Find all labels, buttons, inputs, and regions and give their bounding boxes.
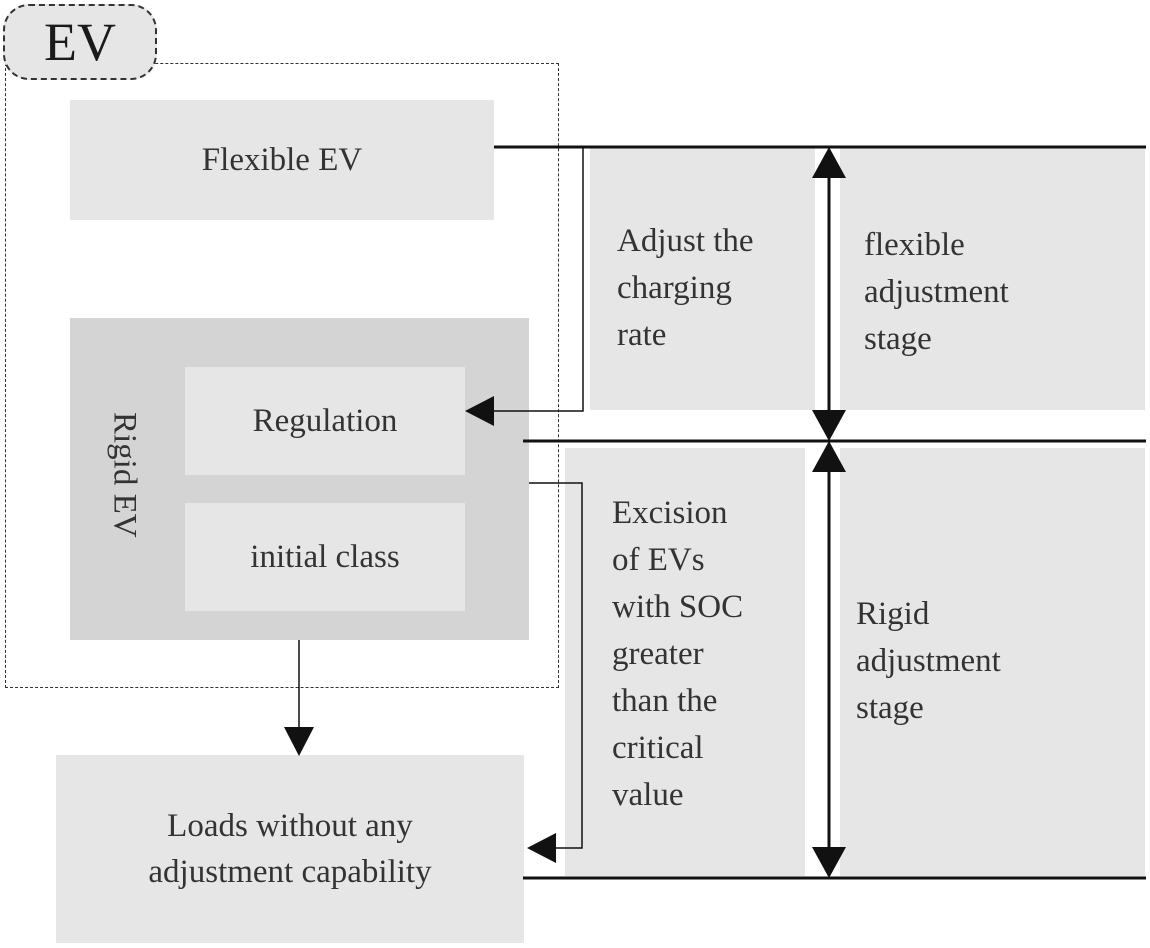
regulation-box: Regulation xyxy=(185,367,465,475)
rigid-ev-label: Rigid EV xyxy=(106,412,143,538)
loads-label: Loads without any adjustment capability xyxy=(148,808,432,890)
adjust-rate-text: Adjust the charging rate xyxy=(617,223,754,353)
rigid-stage-text: Rigid adjustment stage xyxy=(856,596,1001,726)
flexible-stage-arrow-bottom xyxy=(812,410,846,441)
loads-down-arrowhead xyxy=(284,727,314,756)
loads-side-arrowhead xyxy=(527,833,556,863)
regulation-label: Regulation xyxy=(252,403,398,439)
flexible-stage-panel-left xyxy=(590,148,815,410)
rigid-stage-arrow-top xyxy=(812,441,846,472)
excision-text: Excision of EVs with SOC greater than th… xyxy=(612,495,744,813)
flexible-stage-text: flexible adjustment stage xyxy=(864,227,1009,357)
rigid-stage-arrow-bottom xyxy=(812,847,846,878)
flexible-stage-arrow-top xyxy=(812,147,846,178)
ev-group-frame xyxy=(5,63,559,688)
initial-class-label: initial class xyxy=(250,539,400,575)
initial-class-box: initial class xyxy=(185,503,465,611)
rigid-stage-panel-right xyxy=(840,448,1145,876)
flexible-ev-label: Flexible EV xyxy=(201,142,363,178)
rigid-to-loads-line xyxy=(529,482,583,849)
flexible-stage-panel-right xyxy=(840,148,1145,410)
flexible-ev-box: Flexible EV xyxy=(70,100,494,220)
loads-box: Loads without any adjustment capability xyxy=(56,755,524,943)
flexible-to-regulation-line xyxy=(492,147,584,412)
regulation-arrowhead xyxy=(465,396,494,426)
rigid-stage-panel-left xyxy=(565,448,805,876)
ev-group-tag: EV xyxy=(3,4,157,80)
